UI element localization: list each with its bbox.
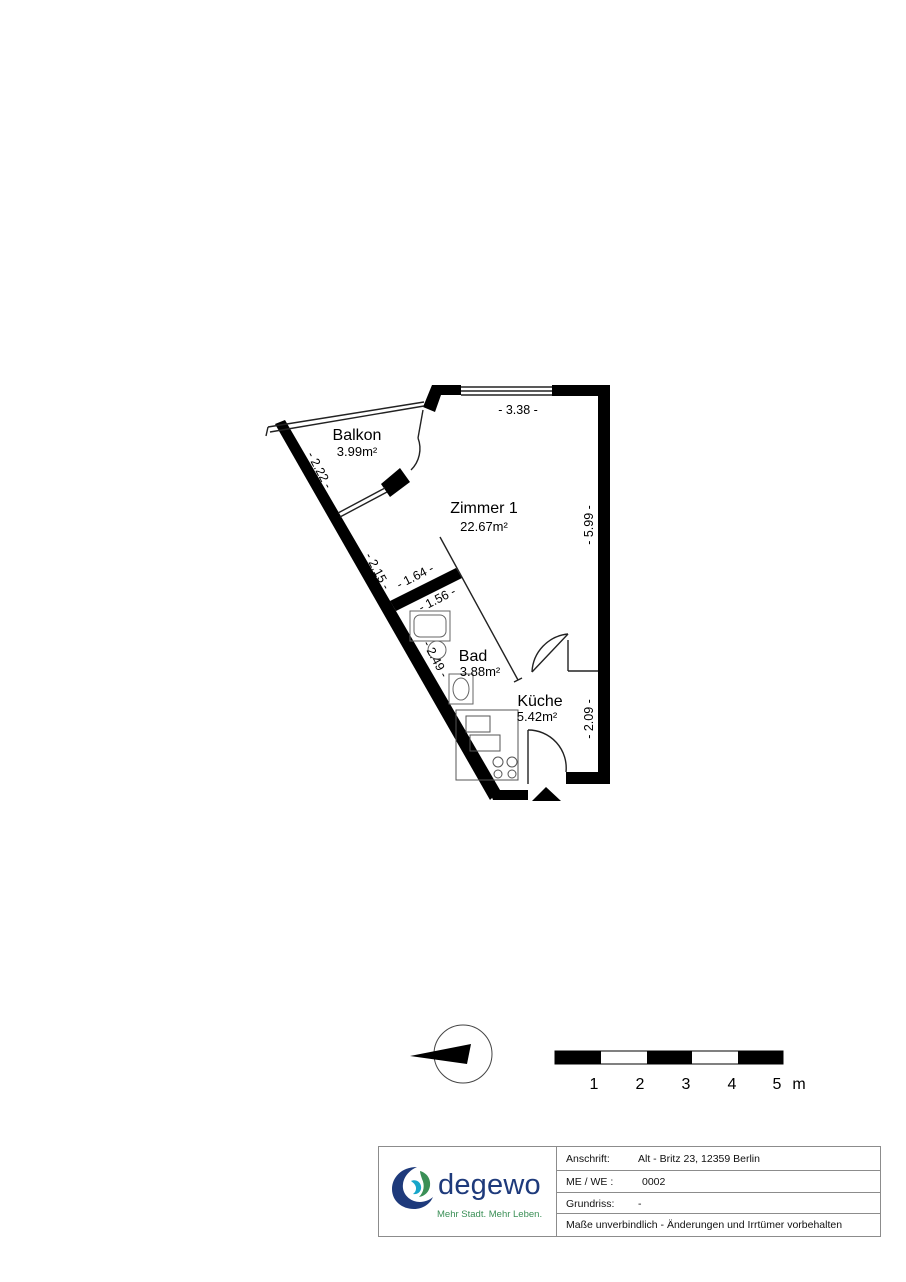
wall-bottom-right (566, 772, 610, 784)
degewo-logo-icon (392, 1167, 433, 1209)
wall-right (598, 385, 610, 784)
scale-unit: m (792, 1076, 805, 1093)
title-block: degewo Mehr Stadt. Mehr Leben. Anschrift… (378, 1146, 881, 1237)
room-balkon-name: Balkon (333, 427, 382, 444)
wall-top-right (552, 385, 610, 396)
scale-label-5: 5 (773, 1076, 782, 1093)
scale-label-3: 3 (682, 1076, 691, 1093)
me-we-label: ME / WE : (566, 1176, 614, 1188)
balkon-door (410, 409, 424, 471)
bad-fixtures (409, 610, 474, 705)
dim-right-zimmer: - 5.99 - (582, 505, 596, 545)
wall-balkon-pillar (381, 468, 410, 497)
scale-bar: 1 2 3 4 5 m (554, 1050, 806, 1093)
partitions (265, 386, 598, 784)
title-row-address: Anschrift: Alt - Britz 23, 12359 Berlin (556, 1147, 880, 1171)
entrance-arrow-icon (532, 787, 561, 801)
room-kueche-area: 5.42m² (517, 709, 558, 724)
disclaimer-text: Maße unverbindlich - Änderungen und Irrt… (566, 1219, 843, 1231)
room-zimmer1-name: Zimmer 1 (450, 500, 518, 517)
bad-door (531, 633, 569, 673)
kueche-counter (455, 709, 519, 781)
address-value: Alt - Britz 23, 12359 Berlin (638, 1153, 760, 1165)
logo-tagline: Mehr Stadt. Mehr Leben. (437, 1209, 543, 1220)
grundriss-value: - (638, 1198, 642, 1210)
title-row-me-we: ME / WE : 0002 (556, 1170, 880, 1193)
walls (275, 385, 610, 800)
dim-top-width: - 3.38 - (498, 403, 538, 417)
partition-bad-zimmer (439, 536, 519, 681)
room-labels: Zimmer 1 22.67m² Balkon 3.99m² Bad 3.88m… (333, 427, 563, 724)
grundriss-label: Grundriss: (566, 1198, 615, 1210)
title-row-grundriss: Grundriss: - (556, 1192, 880, 1214)
wall-bad-top (390, 568, 462, 611)
scale-label-2: 2 (636, 1076, 645, 1093)
room-bad-area: 3.88m² (460, 664, 501, 679)
address-label: Anschrift: (566, 1153, 610, 1165)
entrance-door (527, 729, 567, 784)
logo-wordmark: degewo (438, 1169, 541, 1201)
room-bad-name: Bad (459, 648, 487, 665)
wall-diagonal (275, 420, 500, 800)
room-kueche-name: Küche (517, 693, 562, 710)
room-zimmer1-area: 22.67m² (460, 519, 508, 534)
partition-end-tick (513, 677, 523, 683)
wall-bottom-left (489, 790, 528, 800)
balkon-outline (265, 401, 425, 518)
north-arrow-icon (410, 1024, 493, 1084)
room-balkon-area: 3.99m² (337, 444, 378, 459)
window-top (461, 386, 552, 396)
scale-label-4: 4 (728, 1076, 737, 1093)
me-we-value: 0002 (642, 1176, 666, 1188)
logo-cell: degewo Mehr Stadt. Mehr Leben. (379, 1147, 557, 1236)
scale-label-1: 1 (590, 1076, 599, 1093)
wall-top-left (423, 385, 461, 412)
dim-right-kueche: - 2.09 - (582, 699, 596, 739)
title-row-disclaimer: Maße unverbindlich - Änderungen und Irrt… (556, 1213, 880, 1236)
